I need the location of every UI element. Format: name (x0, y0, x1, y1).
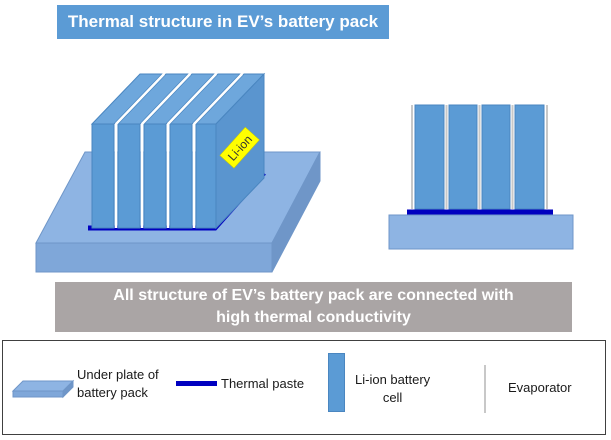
conductivity-banner: All structure of EV’s battery pack are c… (55, 282, 572, 332)
cell-top-4 (168, 73, 242, 125)
cell-front-5 (195, 123, 217, 229)
slide-title: Thermal structure in EV’s battery pack (57, 5, 389, 39)
legend-box: Under plate of battery pack Thermal past… (2, 340, 606, 435)
legend-thermal-paste-swatch (176, 381, 217, 386)
side-view-cell-3 (481, 104, 511, 210)
cell-top-1 (90, 73, 164, 125)
side-view-cell-1 (414, 104, 445, 210)
legend-under-plate-swatch (11, 379, 75, 399)
cell-top-2 (116, 73, 190, 125)
side-view-cell-4 (514, 104, 545, 210)
legend-under-plate-line-2: battery pack (77, 385, 148, 400)
cell-front-2 (117, 123, 141, 229)
legend-evaporator-label: Evaporator (508, 380, 572, 395)
legend-under-plate-line-1: Under plate of (77, 367, 159, 382)
evaporator-lines-3d (114, 73, 243, 228)
banner-line-2: high thermal conductivity (216, 309, 411, 326)
cell-front-3 (143, 123, 167, 229)
under-plate-side (271, 151, 321, 273)
side-view-cell-2 (448, 104, 478, 210)
cell-stack-3d: Li-ion (90, 72, 266, 230)
side-view-evaporators (411, 105, 548, 209)
legend-under-plate-label: Under plate of battery pack (77, 366, 159, 402)
cell-front-4 (169, 123, 193, 229)
legend-thermal-paste-label: Thermal paste (221, 376, 305, 391)
cell-top-3 (142, 73, 216, 125)
legend-cell-swatch (328, 353, 345, 412)
legend-evaporator-swatch (484, 365, 486, 413)
under-plate-front (35, 242, 273, 273)
legend-cell-label: Li-ion battery cell (355, 371, 430, 407)
side-view-plate (388, 214, 574, 250)
side-view-2d (388, 104, 574, 250)
legend-cell-line-1: Li-ion battery (355, 372, 431, 387)
banner-line-1: All structure of EV’s battery pack are c… (113, 287, 514, 304)
cell-front-1 (91, 123, 115, 229)
legend-cell-line-2: cell (382, 390, 403, 405)
